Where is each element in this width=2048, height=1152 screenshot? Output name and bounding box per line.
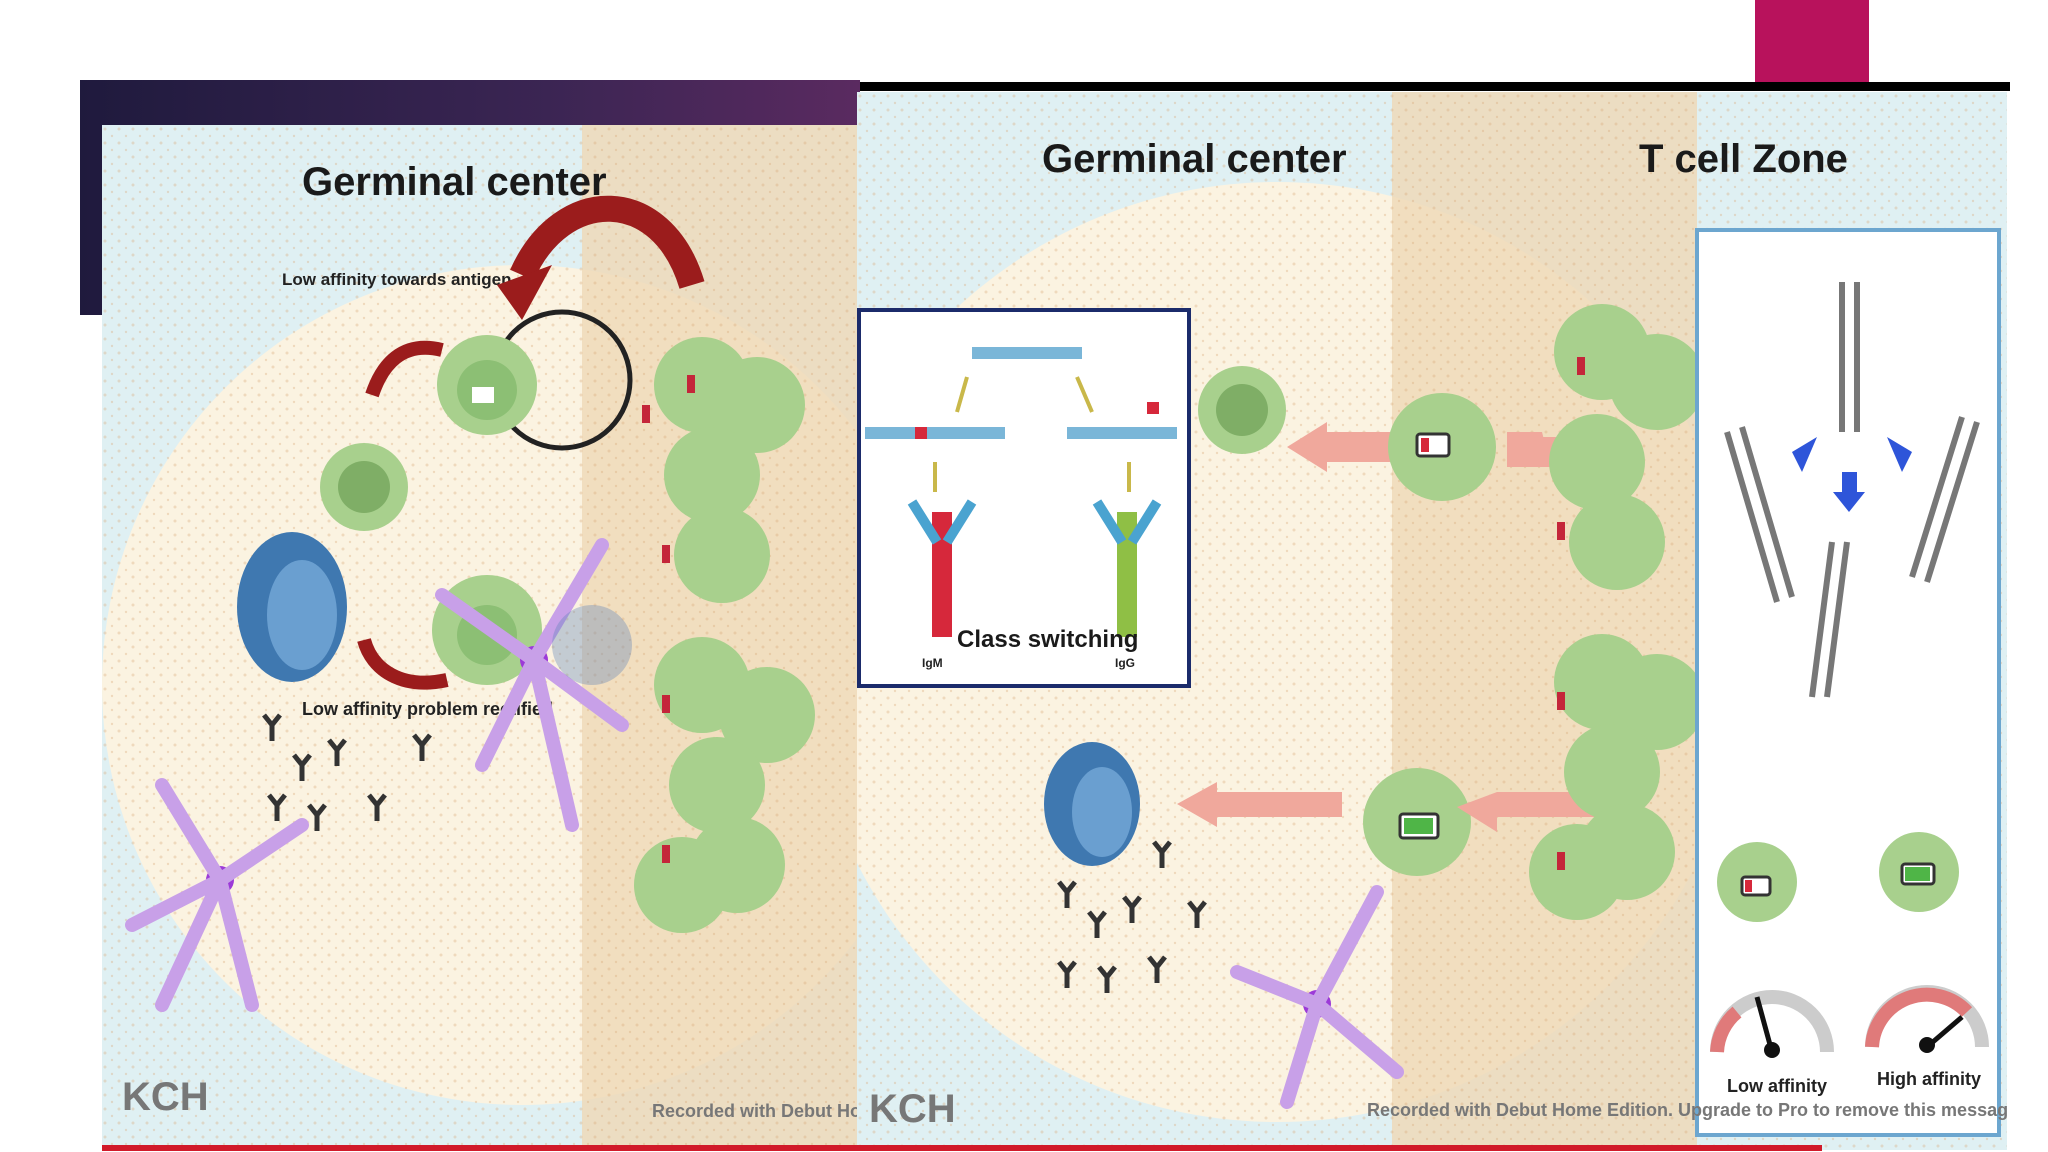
right-title-tcell: T cell Zone — [1639, 137, 1848, 181]
apoptotic-cell-right-nucleus — [1216, 384, 1268, 436]
left-diagram-panel: Germinal center Low affinity towards ant… — [102, 125, 857, 1150]
left-diagram-svg: Germinal center Low affinity towards ant… — [102, 125, 857, 1150]
footer-rule — [102, 1145, 1822, 1151]
right-logo: KCH — [869, 1087, 956, 1131]
dna-strand-right — [1909, 416, 1980, 583]
dna-strand-left — [1724, 426, 1795, 603]
plasma-cell-inner — [267, 560, 337, 670]
dna-strand-bottom — [1809, 541, 1850, 698]
b-cell-top-marker — [472, 387, 494, 403]
high-affinity-label: High affinity — [1877, 1069, 1981, 1089]
affinity-inset — [1695, 228, 2001, 1137]
left-title: Germinal center — [302, 160, 607, 204]
antibody-cluster — [262, 713, 432, 831]
right-diagram-svg: Germinal center T cell Zone Class switch… — [857, 92, 2007, 1150]
arrow-to-plasma-cell — [1177, 782, 1342, 827]
label-low-affinity: Low affinity towards antigen — [282, 270, 512, 289]
antibody-cluster-right — [1057, 840, 1207, 993]
t-zone-cell-stack — [634, 337, 815, 933]
label-rectified: Low affinity problem rectified — [302, 699, 553, 719]
dendritic-cell-processes — [435, 538, 629, 832]
right-title-germinal: Germinal center — [1042, 137, 1347, 181]
arrow-red-bottom — [357, 637, 449, 690]
antigen-cloud — [552, 605, 632, 685]
igg-antibody — [1117, 512, 1137, 637]
blue-arrow-down — [1833, 472, 1865, 512]
arrow-red-left — [365, 340, 444, 398]
igm-antibody — [932, 512, 952, 637]
apoptotic-cell-nucleus — [338, 461, 390, 513]
igg-label: IgG — [1115, 656, 1135, 670]
dendritic-cell-right-processes — [1230, 885, 1404, 1109]
class-switching-label: Class switching — [957, 626, 1138, 653]
left-logo: KCH — [122, 1075, 209, 1119]
slide-accent-block — [1755, 0, 1869, 82]
dna-strand-top — [1839, 282, 1860, 432]
arrow-to-apoptosis — [1287, 422, 1397, 472]
igm-label: IgM — [922, 656, 943, 670]
blue-arrow-right — [1887, 437, 1912, 472]
left-watermark: Recorded with Debut Ho — [652, 1101, 857, 1121]
right-watermark: Recorded with Debut Home Edition. Upgrad… — [1367, 1100, 2007, 1120]
t-zone-cell-stack-right — [1529, 304, 1705, 920]
class-switching-inset — [857, 308, 1191, 688]
low-affinity-label: Low affinity — [1727, 1076, 1827, 1096]
blue-arrow-left — [1792, 437, 1817, 472]
slide-top-rule — [860, 82, 2010, 91]
arrowhead-red-top — [497, 265, 552, 320]
right-diagram-panel: Germinal center T cell Zone Class switch… — [857, 92, 2007, 1150]
curved-arrow-red-top — [510, 195, 705, 290]
dendritic-cell-lower-processes — [125, 778, 309, 1012]
